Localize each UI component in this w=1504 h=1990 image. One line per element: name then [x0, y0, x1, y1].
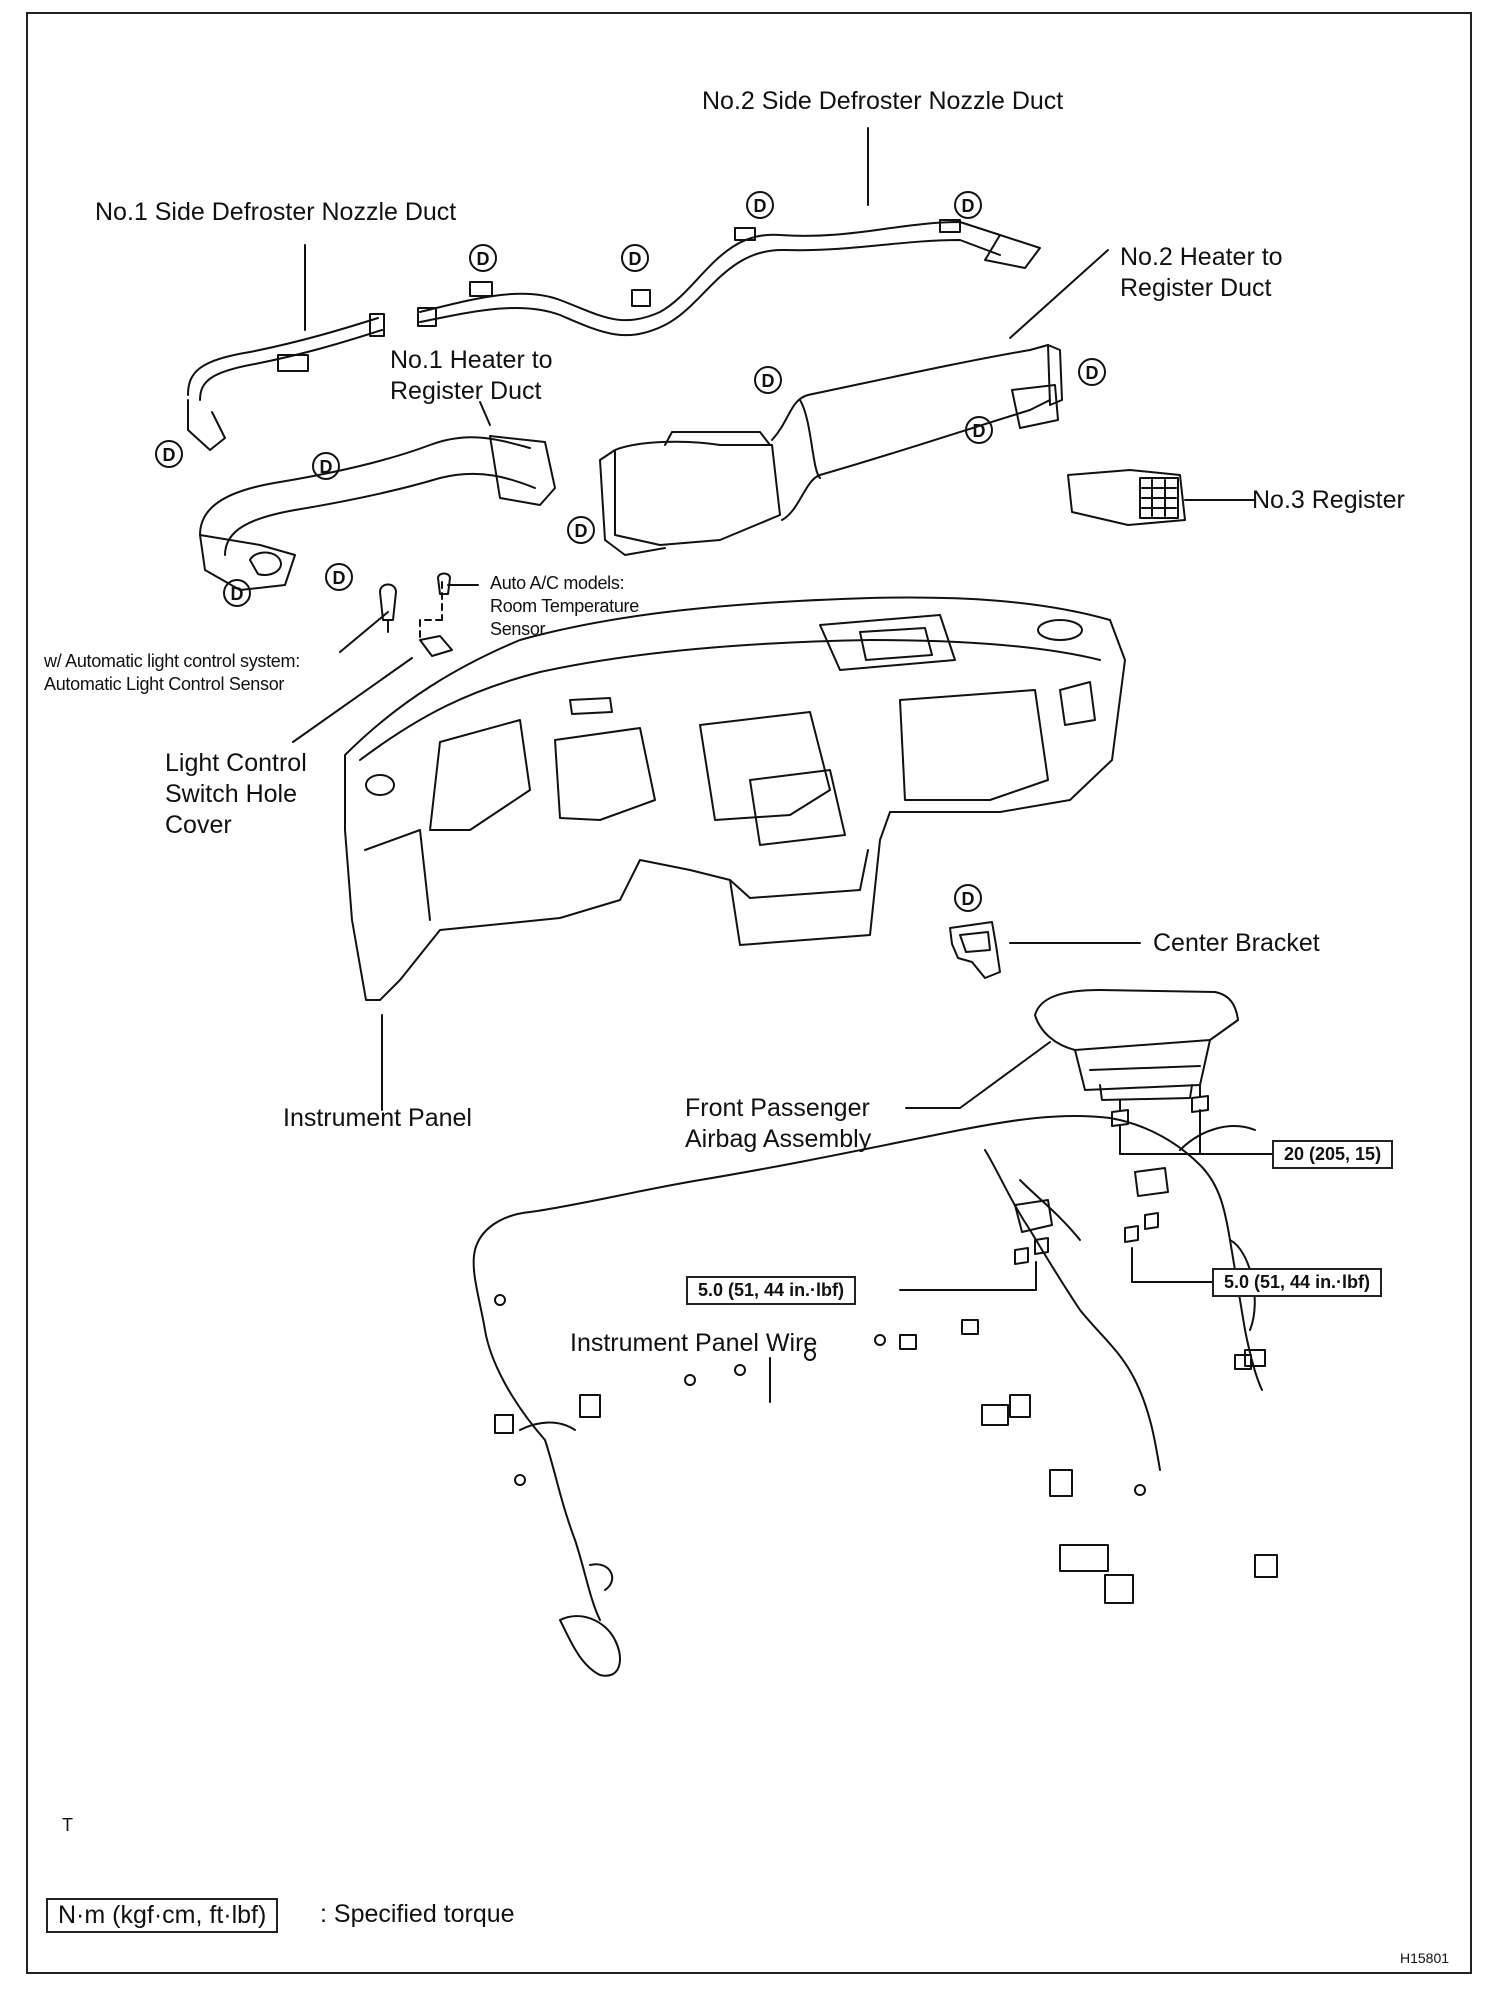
label-no2-side-defroster-duct: No.2 Side Defroster Nozzle Duct	[702, 87, 1064, 115]
d-marker-label: D	[962, 196, 975, 216]
no1-heater-register-duct	[199, 435, 556, 591]
instrument-panel-wire	[472, 1114, 1278, 1677]
torque-right-bracket-bolts: 5.0 (51, 44 in.·lbf)	[1212, 1268, 1383, 1297]
sensors	[379, 572, 453, 657]
instrument-panel	[344, 596, 1126, 1001]
torque-left-bracket-bolts: 5.0 (51, 44 in.·lbf)	[686, 1276, 857, 1305]
d-marker-label: D	[320, 457, 333, 477]
no3-register	[1067, 469, 1186, 526]
center-bracket	[949, 921, 1001, 979]
no2-heater-register-duct	[599, 344, 1063, 556]
label-instrument-panel: Instrument Panel	[283, 1104, 472, 1132]
d-marker-label: D	[762, 371, 775, 391]
d-markers	[155, 191, 1106, 912]
d-marker-label: D	[333, 568, 346, 588]
label-light-control-switch-hole-cover: Light Control Switch Hole Cover	[165, 749, 307, 839]
d-marker-label: D	[231, 584, 244, 604]
label-no1-heater-register-duct: No.1 Heater to Register Duct	[390, 346, 553, 405]
bolts	[1014, 1085, 1209, 1265]
d-marker-label: D	[477, 249, 490, 269]
d-marker-label: D	[163, 445, 176, 465]
label-instrument-panel-wire: Instrument Panel Wire	[570, 1329, 818, 1357]
label-no3-register: No.3 Register	[1252, 486, 1405, 514]
corner-mark: T	[62, 1815, 73, 1835]
front-passenger-airbag	[1034, 989, 1239, 1101]
d-marker-label: D	[754, 196, 767, 216]
leader-lines	[292, 127, 1273, 1403]
label-center-bracket: Center Bracket	[1153, 929, 1320, 957]
label-room-temperature-sensor: Auto A/C models: Room Temperature Sensor	[490, 573, 639, 639]
label-front-passenger-airbag: Front Passenger Airbag Assembly	[685, 1094, 872, 1153]
no1-side-defroster-duct	[187, 313, 385, 451]
diagram-frame	[26, 12, 1472, 1974]
d-marker-label: D	[575, 521, 588, 541]
d-marker-label: D	[962, 889, 975, 909]
d-marker-label: D	[1086, 363, 1099, 383]
no2-side-defroster-duct	[417, 219, 1041, 337]
label-automatic-light-control-sensor: w/ Automatic light control system: Autom…	[44, 651, 300, 694]
label-no1-side-defroster-duct: No.1 Side Defroster Nozzle Duct	[95, 198, 457, 226]
d-marker-label: D	[973, 421, 986, 441]
torque-airbag-bolts: 20 (205, 15)	[1272, 1140, 1394, 1169]
legend-torque-unit-box: N·m (kgf·cm, ft·lbf)	[46, 1898, 279, 1933]
figure-code: H15801	[1400, 1950, 1450, 1966]
legend-torque-description: : Specified torque	[320, 1900, 515, 1928]
label-no2-heater-register-duct: No.2 Heater to Register Duct	[1120, 243, 1283, 302]
d-marker-label: D	[629, 249, 642, 269]
